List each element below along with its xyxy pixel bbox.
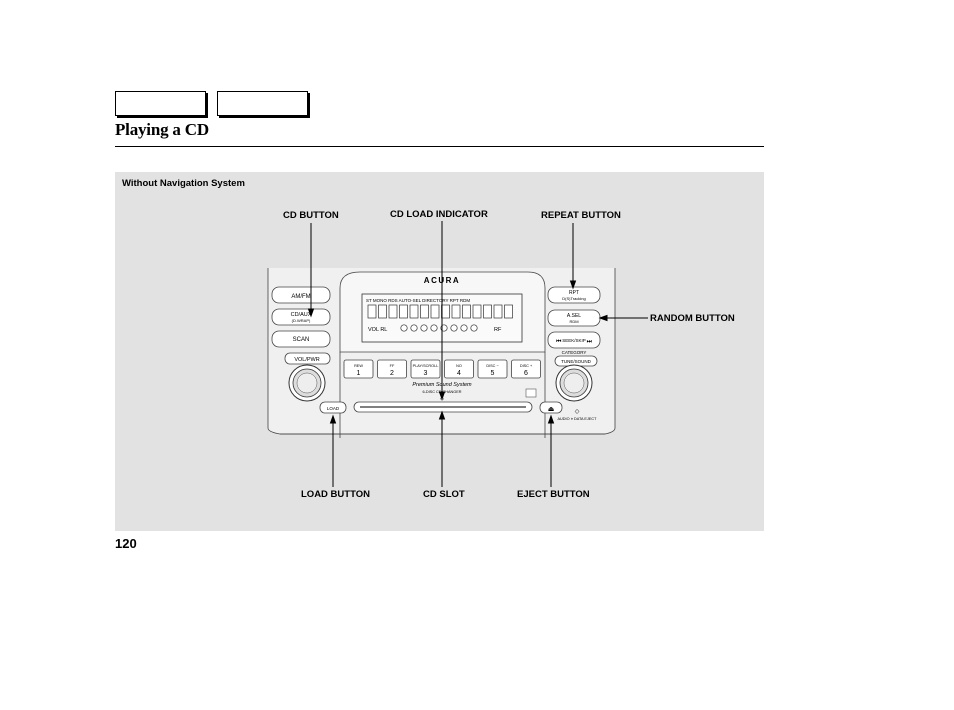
lcd-segment — [430, 304, 440, 319]
preset-button-3[interactable]: PLAY/SCROLL 3 — [410, 359, 441, 379]
eject-label: AUDIO ⋄ DATA EJECT — [558, 417, 598, 421]
lcd-segment — [472, 304, 482, 319]
figure-subtitle: Without Navigation System — [122, 178, 245, 189]
seek-skip-button[interactable]: ⏮ SEEK/SKIP ⏭ — [547, 331, 601, 349]
lcd-segment — [367, 304, 377, 319]
lcd-segment — [493, 304, 503, 319]
am-fm-button[interactable]: AM/FM — [271, 286, 331, 304]
scan-button[interactable]: SCAN — [271, 330, 331, 348]
svg-text:LOAD: LOAD — [327, 406, 340, 411]
lcd-segment — [441, 304, 450, 319]
lcd-segment — [451, 304, 461, 319]
eject-button[interactable]: ⏏ — [539, 401, 563, 414]
lcd-segment — [420, 304, 429, 319]
lcd-segment — [462, 304, 471, 319]
preset-label: NO — [456, 364, 462, 368]
nav-tab-1[interactable] — [115, 91, 206, 116]
lcd-dot — [420, 324, 428, 332]
lcd-dot — [410, 324, 418, 332]
callout-cd-slot: CD SLOT — [423, 489, 465, 500]
title-rule — [115, 146, 764, 147]
nav-tab-2[interactable] — [217, 91, 308, 116]
preset-label: DISC − — [486, 364, 499, 368]
lcd-dot — [430, 324, 438, 332]
page-title: Playing a CD — [115, 120, 209, 139]
tune-knob[interactable] — [555, 364, 593, 402]
callout-eject-button: EJECT BUTTON — [517, 489, 590, 500]
preset-label: PLAY/SCROLL — [413, 364, 439, 368]
callout-load-button: LOAD BUTTON — [301, 489, 370, 500]
lcd-vol-label: VOL RL — [368, 327, 387, 333]
callout-cd-load-indicator: CD LOAD INDICATOR — [390, 209, 488, 220]
lcd-segment — [504, 304, 513, 319]
lcd-dot — [460, 324, 468, 332]
preset-number: 1 — [357, 370, 361, 377]
page-number: 120 — [115, 536, 137, 551]
lcd-segment — [388, 304, 398, 319]
svg-text:A.SEL: A.SEL — [567, 313, 581, 319]
load-button[interactable]: LOAD — [319, 401, 347, 414]
lcd-segment — [483, 304, 492, 319]
eject-icon: ⏏ — [548, 406, 555, 413]
brand-logo: ACURA — [424, 276, 460, 285]
svg-text:RPT: RPT — [569, 290, 579, 296]
preset-number: 6 — [524, 370, 528, 377]
disc-logo-icon — [525, 388, 537, 398]
svg-text:D(S)Tracking: D(S)Tracking — [562, 296, 585, 301]
preset-button-1[interactable]: REW 1 — [343, 359, 374, 379]
preset-number: 4 — [457, 370, 461, 377]
lcd-rf-label: RF — [494, 327, 502, 333]
callout-repeat-button: REPEAT BUTTON — [541, 210, 621, 221]
skip-back-icon: ⏮ — [556, 339, 562, 345]
svg-text:CD/AUX: CD/AUX — [291, 312, 312, 318]
repeat-button[interactable]: RPT D(S)Tracking — [547, 286, 601, 304]
lcd-dot — [400, 324, 408, 332]
preset-number: 5 — [491, 370, 495, 377]
svg-text:SCAN: SCAN — [293, 337, 310, 343]
random-button[interactable]: A.SEL RDM — [547, 309, 601, 327]
callout-random-button: RANDOM BUTTON — [650, 313, 735, 324]
data-eject-diamond-icon: ◇ — [575, 409, 580, 415]
lcd-level-dots — [400, 324, 478, 332]
callout-cd-button: CD BUTTON — [283, 210, 339, 221]
svg-text:AM/FM: AM/FM — [291, 294, 310, 300]
lcd-dot — [450, 324, 458, 332]
preset-buttons: REW 1 FF 2 PLAY/SCROLL 3 NO 4 DISC − 5 DISC + 6 — [343, 359, 541, 379]
svg-text:VOL/PWR: VOL/PWR — [294, 357, 319, 363]
vol-pwr-label-plate: VOL/PWR — [284, 352, 331, 365]
svg-text:TUNE/SOUND: TUNE/SOUND — [561, 359, 592, 364]
svg-text:(D.WRAP): (D.WRAP) — [292, 318, 311, 323]
preset-button-4[interactable]: NO 4 — [444, 359, 474, 379]
lcd-indicator-row: ST MONO RDS AUTO-SEL DIRECTORY RPT RDM — [366, 298, 470, 303]
category-label: CATEGORY — [562, 350, 587, 355]
preset-label: FF — [390, 364, 395, 368]
vol-knob[interactable] — [288, 364, 326, 402]
tune-sound-label-plate: TUNE/SOUND — [554, 355, 598, 367]
lcd-segment-row — [367, 304, 513, 319]
preset-button-6[interactable]: DISC + 6 — [511, 359, 541, 379]
preset-label: REW — [354, 364, 363, 368]
cd-slot[interactable] — [353, 401, 533, 413]
preset-number: 3 — [424, 370, 428, 377]
preset-button-2[interactable]: FF 2 — [377, 359, 407, 379]
svg-text:RDM: RDM — [569, 319, 578, 324]
leader-lines — [307, 221, 648, 487]
lcd-segment — [378, 304, 387, 319]
skip-forward-icon: ⏭ — [587, 339, 593, 345]
lcd-dot — [470, 324, 478, 332]
preset-button-5[interactable]: DISC − 5 — [477, 359, 508, 379]
preset-number: 2 — [390, 370, 394, 377]
lcd-segment — [409, 304, 419, 319]
preset-label: DISC + — [520, 364, 533, 368]
lcd-segment — [399, 304, 408, 319]
svg-text:SEEK/SKIP: SEEK/SKIP — [562, 338, 586, 343]
cd-aux-button[interactable]: CD/AUX (D.WRAP) — [271, 308, 331, 326]
